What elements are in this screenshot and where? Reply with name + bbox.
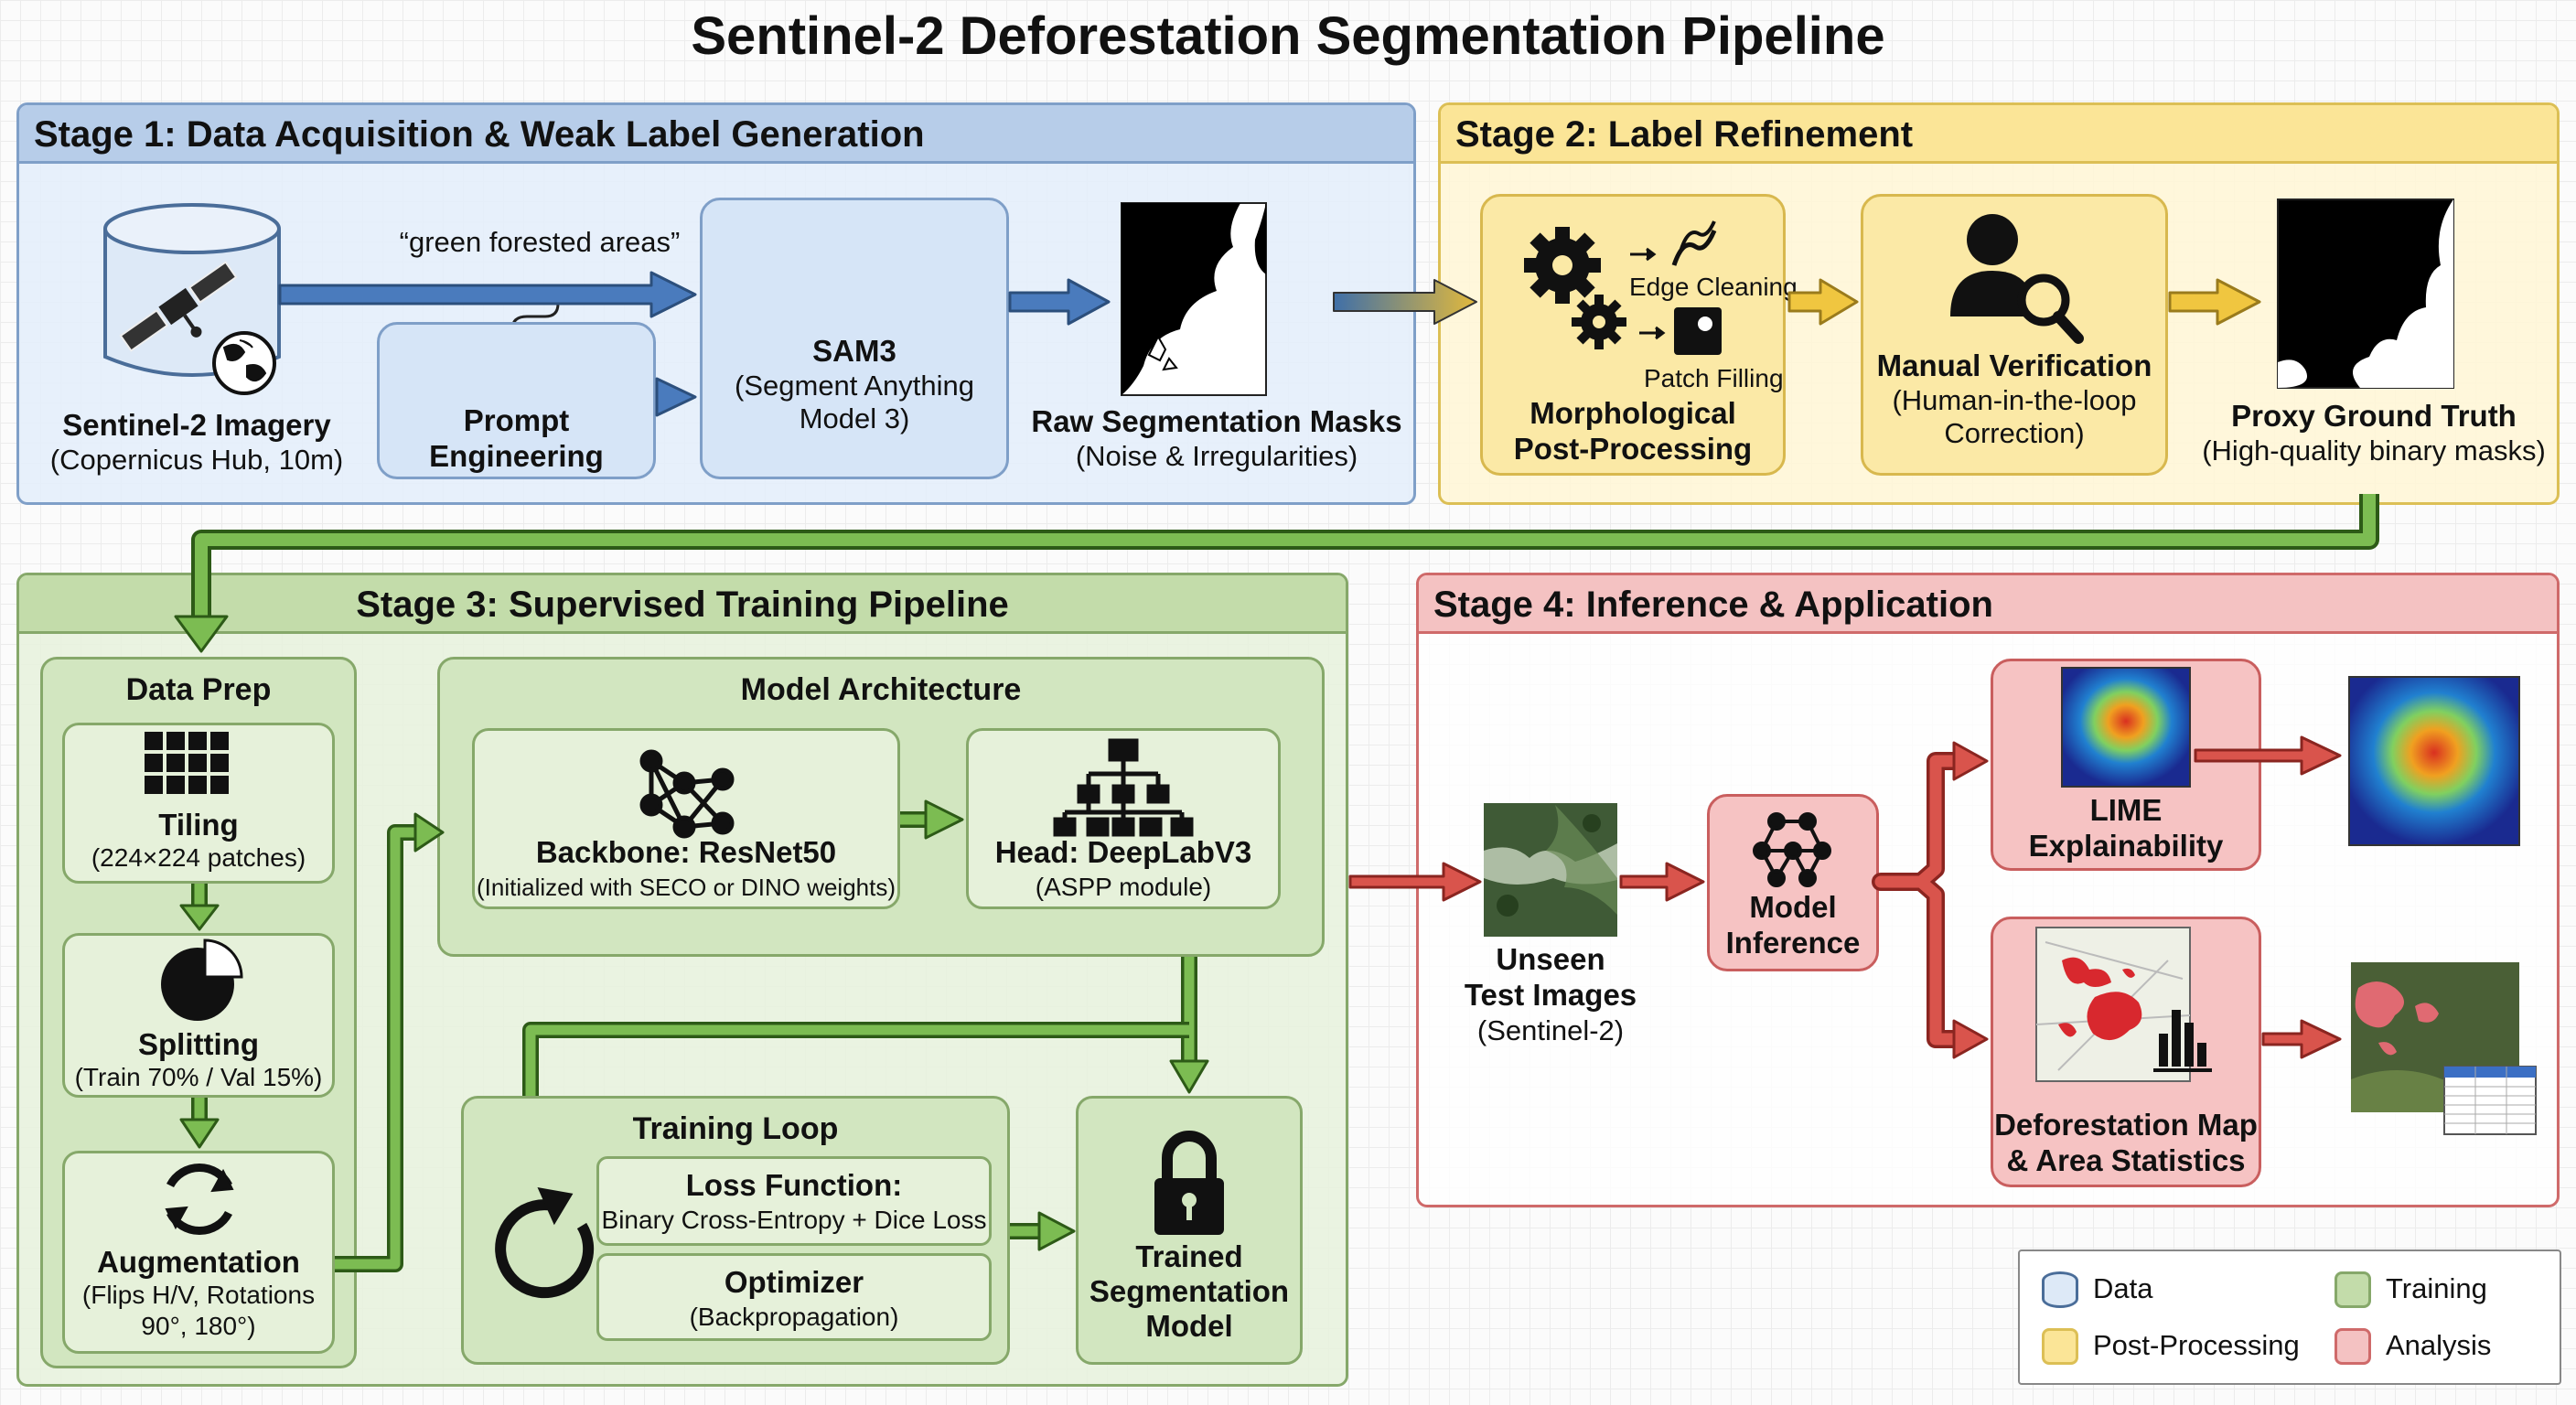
data-prep-title: Data Prep xyxy=(125,672,272,707)
patch-filling-label: Patch Filling xyxy=(1644,364,1784,392)
legend-analysis-label: Analysis xyxy=(2386,1329,2492,1361)
manual-title: Manual Verification xyxy=(1876,349,2152,382)
legend-training-label: Training xyxy=(2386,1272,2487,1304)
lime-heatmap-large xyxy=(2348,676,2520,846)
legend-data-swatch xyxy=(2042,1271,2078,1308)
imagery-title: Sentinel-2 Imagery xyxy=(62,408,331,442)
imagery-sub: (Copernicus Hub, 10m) xyxy=(49,444,344,476)
trained-line-2: Segmentation xyxy=(1089,1274,1290,1308)
lime-line-1: LIME xyxy=(2089,793,2163,827)
head-title: Head: DeepLabV3 xyxy=(994,835,1252,869)
splitting-title: Splitting xyxy=(138,1027,259,1061)
proxy-title: Proxy Ground Truth xyxy=(2231,399,2517,433)
bar-chart-icon xyxy=(2153,1010,2212,1072)
morph-line-1: Morphological xyxy=(1530,396,1736,430)
unseen-line-2: Test Images xyxy=(1464,978,1637,1012)
raw-masks-title: Raw Segmentation Masks xyxy=(1031,404,1402,438)
trained-line-3: Model xyxy=(1145,1309,1233,1343)
aug-sub-2: 90°, 180°) xyxy=(141,1312,256,1340)
sam3-box: SAM3 (Segment Anything Model 3) xyxy=(700,198,1009,479)
legend: Data Training Post-Processing Analysis xyxy=(2018,1249,2561,1385)
gear-icon xyxy=(1524,227,1626,349)
inference-network-icon xyxy=(1753,812,1831,887)
grid-icon xyxy=(145,732,229,794)
statistics-table-image xyxy=(2443,1066,2537,1135)
legend-training-swatch xyxy=(2334,1271,2371,1308)
legend-analysis-swatch xyxy=(2334,1328,2371,1365)
aug-sub-1: (Flips H/V, Rotations xyxy=(81,1281,316,1309)
tiling-sub: (224×224 patches) xyxy=(91,843,306,872)
augmentation-title: Augmentation xyxy=(97,1245,300,1279)
unseen-test-image xyxy=(1484,803,1617,937)
optimizer-title: Optimizer xyxy=(724,1265,864,1299)
stage-4-title: Stage 4: Inference & Application xyxy=(1419,575,2557,634)
model-architecture-title: Model Architecture xyxy=(740,672,1022,707)
morphological-box: Edge Cleaning Patch Filling Morphologica… xyxy=(1480,194,1798,476)
manual-sub-2: Correction) xyxy=(1944,417,2085,449)
unseen-line-1: Unseen xyxy=(1496,942,1605,976)
stage-3-title: Stage 3: Supervised Training Pipeline xyxy=(19,575,1346,634)
backbone-sub: (Initialized with SECO or DINO weights) xyxy=(476,874,896,901)
tiling-title: Tiling xyxy=(158,808,239,842)
stage-2-title: Stage 2: Label Refinement xyxy=(1441,105,2557,164)
neural-net-icon xyxy=(639,749,735,839)
lime-line-2: Explainability xyxy=(2028,829,2224,863)
unseen-sub: (Sentinel-2) xyxy=(1476,1014,1625,1046)
prompt-line-2: Engineering xyxy=(429,439,604,473)
proxy-mask-image xyxy=(2277,198,2454,389)
proxy-sub: (High-quality binary masks) xyxy=(2202,434,2546,467)
infer-line-2: Inference xyxy=(1725,926,1861,960)
backbone-title: Backbone: ResNet50 xyxy=(535,835,837,869)
raw-masks-sub: (Noise & Irregularities) xyxy=(1075,440,1358,472)
stage-1-title: Stage 1: Data Acquisition & Weak Label G… xyxy=(19,105,1413,164)
sam3-sub-1: (Segment Anything xyxy=(735,370,974,402)
satellite-icon xyxy=(119,261,238,352)
training-loop-title: Training Loop xyxy=(632,1111,839,1146)
defo-line-2: & Area Statistics xyxy=(2006,1143,2246,1177)
lock-icon xyxy=(1154,1131,1224,1235)
augmentation-box: Augmentation (Flips H/V, Rotations 90°, … xyxy=(62,1151,335,1354)
lime-heatmap-small xyxy=(2061,667,2191,788)
infer-line-1: Model xyxy=(1749,890,1837,924)
head-sub: (ASPP module) xyxy=(1035,873,1212,901)
loss-title: Loss Function: xyxy=(685,1168,903,1202)
globe-icon xyxy=(212,331,276,395)
raw-mask-image xyxy=(1121,202,1267,396)
trained-line-1: Trained xyxy=(1135,1239,1243,1273)
hierarchy-icon xyxy=(1053,738,1194,837)
sam3-sub-2: Model 3) xyxy=(799,402,910,434)
morph-line-2: Post-Processing xyxy=(1513,432,1753,466)
rotate-icon xyxy=(495,1187,595,1299)
prompt-line-1: Prompt xyxy=(463,403,570,437)
loss-function-box: Loss Function: Binary Cross-Entropy + Di… xyxy=(596,1156,992,1246)
loss-sub: Binary Cross-Entropy + Dice Loss xyxy=(601,1206,987,1234)
legend-data-label: Data xyxy=(2093,1272,2153,1304)
legend-post-swatch xyxy=(2042,1328,2078,1365)
optimizer-box: Optimizer (Backpropagation) xyxy=(596,1253,992,1341)
user-search-icon xyxy=(1950,214,2084,344)
optimizer-sub: (Backpropagation) xyxy=(689,1303,899,1331)
edge-cleaning-label: Edge Cleaning xyxy=(1629,273,1798,301)
manual-sub-1: (Human-in-the-loop xyxy=(1892,384,2137,416)
prompt-quote: “green forested areas” xyxy=(399,226,681,258)
page-title: Sentinel-2 Deforestation Segmentation Pi… xyxy=(691,6,1885,66)
refresh-icon xyxy=(165,1164,234,1235)
defo-line-1: Deforestation Map xyxy=(1994,1108,2258,1142)
sam3-title: SAM3 xyxy=(812,334,896,368)
legend-post-label: Post-Processing xyxy=(2093,1329,2300,1361)
splitting-sub: (Train 70% / Val 15%) xyxy=(74,1063,323,1091)
pie-icon xyxy=(161,938,243,1021)
